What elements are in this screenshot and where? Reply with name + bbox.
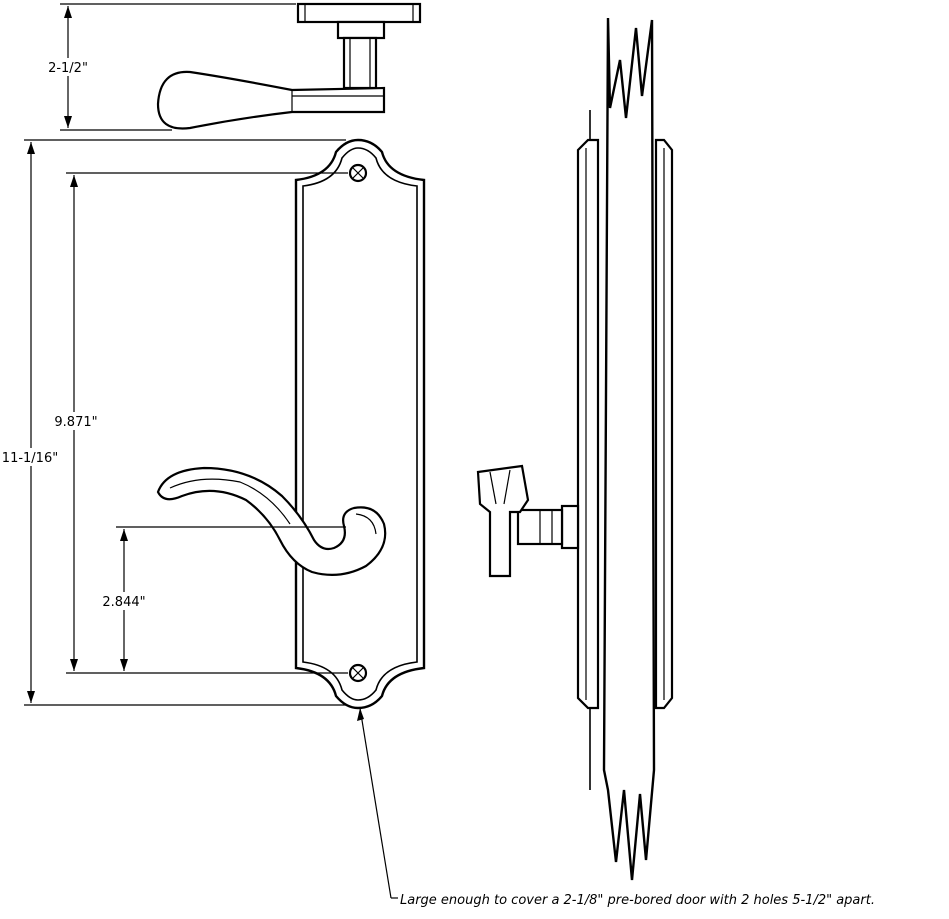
dimension-label-projection: 2-1/2" xyxy=(48,61,88,76)
bottom-screw xyxy=(348,663,368,683)
note-leader xyxy=(357,707,398,899)
backplate-outline xyxy=(294,138,426,710)
top-view-rose xyxy=(296,2,422,24)
dimension-label-lever-height: 2.844" xyxy=(102,595,145,610)
dimension-lever-height: 2.844" xyxy=(96,526,346,671)
front-view xyxy=(156,138,426,710)
side-view-lever xyxy=(476,464,530,578)
door-section xyxy=(602,17,656,881)
dimension-label-plate-height: 11-1/16" xyxy=(2,451,58,466)
dimension-plate-height: 11-1/16" xyxy=(0,139,346,706)
dimension-screw-spacing: 9.871" xyxy=(46,172,348,674)
dimension-label-screw-spacing: 9.871" xyxy=(54,415,97,430)
side-view-collar xyxy=(560,504,580,550)
top-view-lever xyxy=(156,70,386,130)
side-view-plate-back xyxy=(576,138,600,710)
top-view-shank-collar xyxy=(336,20,386,40)
backplate-inner-edge xyxy=(302,147,418,701)
top-screw xyxy=(348,163,368,183)
top-view xyxy=(156,2,422,130)
top-view-shank xyxy=(342,36,378,90)
front-view-lever xyxy=(156,466,387,577)
installation-note: Large enough to cover a 2-1/8" pre-bored… xyxy=(400,893,875,908)
side-view xyxy=(476,17,674,881)
dimension-lever-projection: 2-1/2" xyxy=(40,3,296,131)
